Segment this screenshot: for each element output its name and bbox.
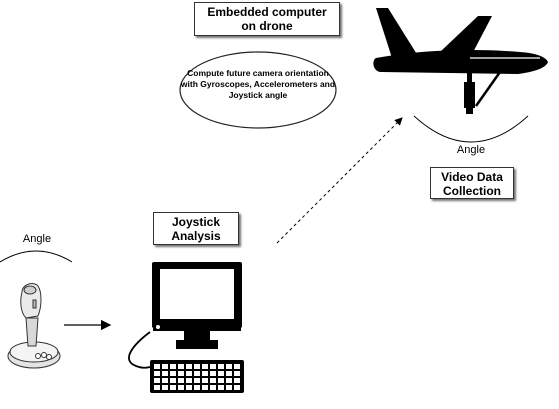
keyboard-key — [234, 378, 240, 383]
keyboard-key — [226, 385, 232, 390]
joystick-icon — [7, 283, 61, 369]
keyboard-key — [154, 378, 160, 383]
keyboard-key — [210, 364, 216, 369]
keyboard-key — [218, 364, 224, 369]
keyboard-key — [170, 371, 176, 376]
drone-angle-arc — [413, 115, 529, 143]
keyboard-key — [170, 385, 176, 390]
keyboard-key — [210, 385, 216, 390]
keyboard-key — [170, 364, 176, 369]
keyboard-key — [186, 385, 192, 390]
keyboard-icon — [150, 360, 244, 393]
keyboard-key — [186, 364, 192, 369]
joystick-analysis-label: Joystick Analysis — [153, 212, 239, 245]
keyboard-key — [162, 385, 168, 390]
keyboard-key — [154, 385, 160, 390]
keyboard-key — [154, 371, 160, 376]
video-data-collection-label: Video Data Collection — [430, 167, 514, 199]
keyboard-key — [194, 385, 200, 390]
keyboard-key — [226, 371, 232, 376]
keyboard-key — [170, 378, 176, 383]
keyboard-key — [218, 385, 224, 390]
keyboard-key — [234, 364, 240, 369]
camera-gimbal-icon — [464, 71, 502, 114]
drone-airplane-icon — [373, 8, 548, 74]
computer-monitor-icon — [152, 262, 242, 349]
embedded-computer-label: Embedded computer on drone — [194, 2, 340, 36]
keyboard-key — [186, 378, 192, 383]
keyboard-key — [234, 385, 240, 390]
keyboard-key — [194, 378, 200, 383]
keyboard-key — [154, 364, 160, 369]
keyboard-key — [202, 371, 208, 376]
joystick-angle-arc — [0, 250, 73, 263]
uplink-dashed-arrow — [276, 117, 403, 244]
keyboard-key — [218, 378, 224, 383]
keyboard-key — [162, 378, 168, 383]
keyboard-key — [218, 371, 224, 376]
keyboard-key — [210, 371, 216, 376]
keyboard-key — [234, 371, 240, 376]
keyboard-key — [202, 378, 208, 383]
keyboard-key — [186, 371, 192, 376]
keyboard-key — [226, 378, 232, 383]
compute-ellipse — [179, 51, 337, 129]
keyboard-key — [202, 364, 208, 369]
keyboard-key — [226, 364, 232, 369]
keyboard-key — [178, 364, 184, 369]
keyboard-key — [162, 371, 168, 376]
keyboard-key — [178, 385, 184, 390]
keyboard-key — [202, 385, 208, 390]
drone-angle-label: Angle — [456, 144, 486, 156]
keyboard-key — [162, 364, 168, 369]
keyboard-key — [178, 378, 184, 383]
keyboard-key — [178, 371, 184, 376]
compute-note-text: Compute future camera orientation with G… — [180, 68, 336, 100]
keyboard-key — [194, 364, 200, 369]
keyboard-key — [210, 378, 216, 383]
keyboard-key — [194, 371, 200, 376]
joystick-angle-label: Angle — [22, 233, 52, 245]
